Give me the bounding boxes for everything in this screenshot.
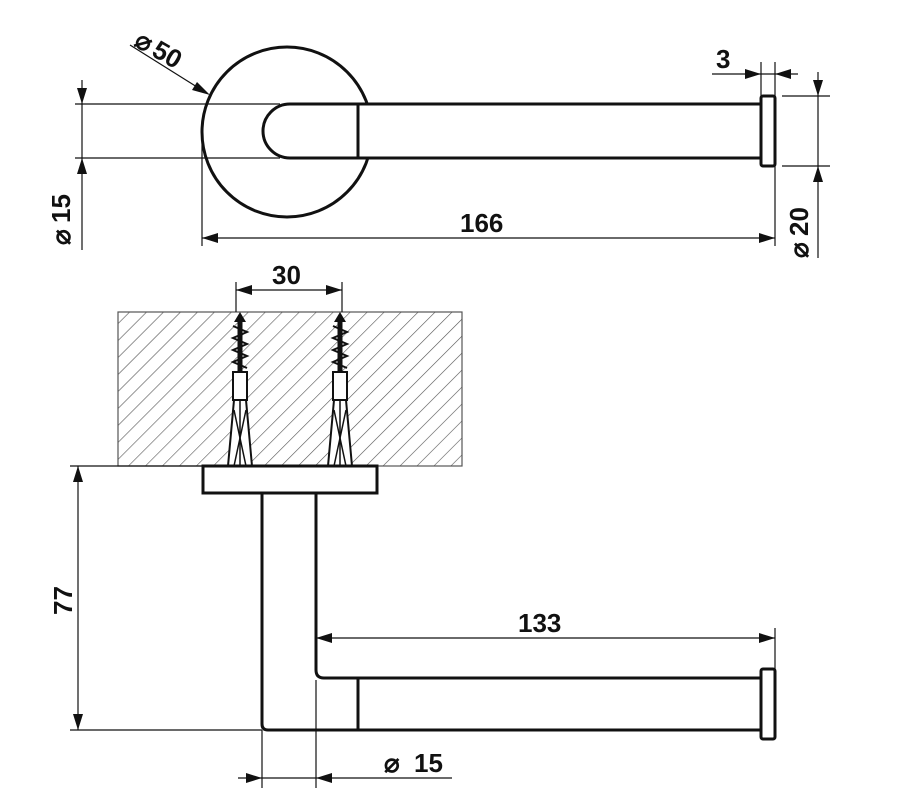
wall-anchor-right <box>326 312 354 467</box>
len166-arrow-right <box>759 233 775 243</box>
end-cap-side <box>759 667 777 741</box>
dia15-side-value: 15 <box>414 748 443 778</box>
dim3-label: 3 <box>716 44 730 74</box>
dia15-top-symbol: ⌀ <box>46 229 76 245</box>
top-view: ⌀ 50 ⌀ 15 166 3 ⌀ <box>46 24 830 258</box>
roll-arm <box>356 676 763 732</box>
dia20-arrow-top <box>813 80 823 96</box>
dia15-top-value: 15 <box>46 194 76 223</box>
rosette-circle <box>200 45 374 219</box>
l-tube <box>260 491 360 732</box>
dim77-arrow-top <box>73 466 83 482</box>
dim30-arrow-right <box>326 285 342 295</box>
dim133-arrow-left <box>316 633 332 643</box>
dia15-side-symbol: ⌀ <box>384 748 400 778</box>
horizontal-bar <box>356 102 763 160</box>
rosette-plate <box>201 464 379 495</box>
dim3-arrow-left <box>745 69 761 79</box>
dia50-label: ⌀ 50 <box>130 24 187 74</box>
wall-anchor-left <box>226 312 254 467</box>
dia15-side-arrow-right <box>316 773 332 783</box>
dia20-value: 20 <box>784 207 814 236</box>
dim77-label: 77 <box>48 586 78 615</box>
dia15-arrow-top <box>77 88 87 104</box>
dia20-label: ⌀ 20 <box>784 207 814 258</box>
dim3-arrow-right <box>775 69 791 79</box>
tube-end-u <box>261 102 358 160</box>
dim30-label: 30 <box>272 260 301 290</box>
dim77-arrow-bottom <box>73 714 83 730</box>
dia50-arrow <box>192 82 210 95</box>
dia20-arrow-bottom <box>813 166 823 182</box>
dim133-label: 133 <box>518 608 561 638</box>
dim77-value: 77 <box>48 586 78 615</box>
side-view: 30 77 133 ⌀ 15 <box>48 260 777 788</box>
len166-label: 166 <box>460 208 503 238</box>
dia20-symbol: ⌀ <box>784 242 814 258</box>
dim30-arrow-left <box>236 285 252 295</box>
dia15-side-arrow-left <box>246 773 262 783</box>
wall-block <box>117 311 463 467</box>
dim133-arrow-right <box>759 633 775 643</box>
len166-arrow-left <box>202 233 218 243</box>
end-cap-top <box>759 94 777 168</box>
dia15-arrow-bottom <box>77 158 87 174</box>
dia15-top-label: ⌀ 15 <box>46 194 76 245</box>
dia50-leader <box>129 44 206 93</box>
